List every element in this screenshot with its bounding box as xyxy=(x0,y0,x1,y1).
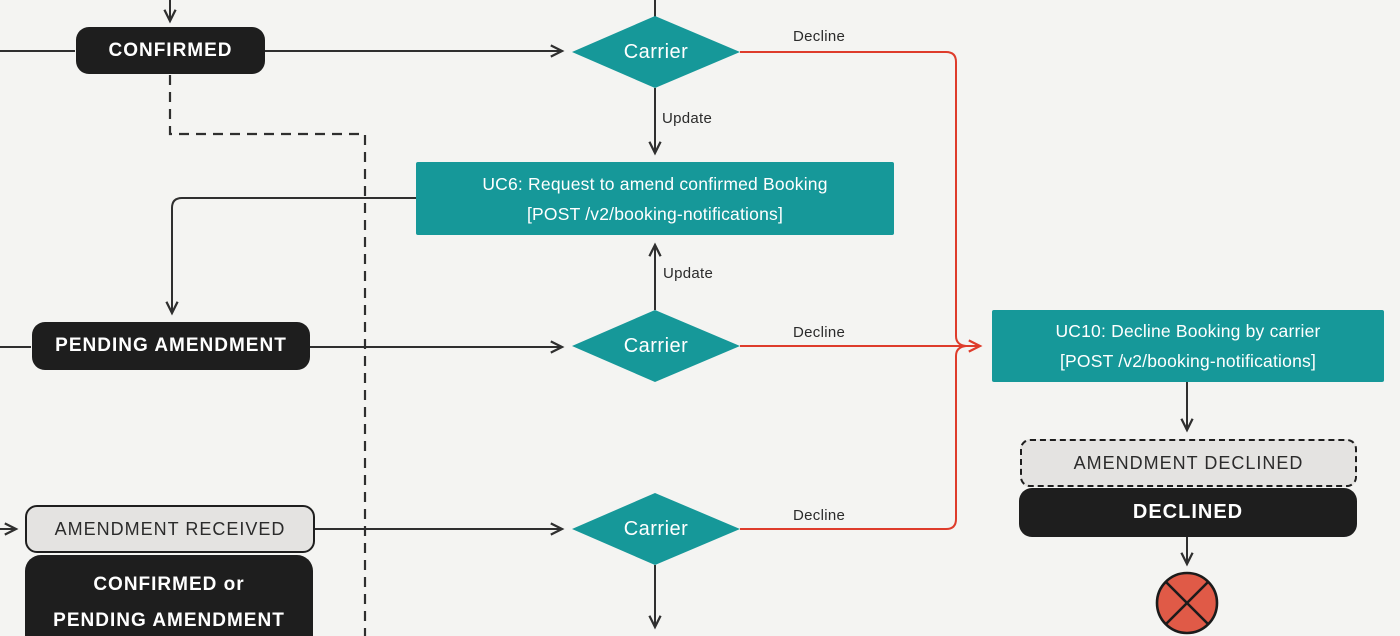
state-node-pending-amendment: PENDING AMENDMENT xyxy=(32,322,310,370)
carrier-top-label: Carrier xyxy=(623,40,689,63)
edge-label-decline-middle: Decline xyxy=(793,324,846,341)
state-node-declined: DECLINED xyxy=(1019,488,1357,537)
edge-label-decline-bottom: Decline xyxy=(793,507,846,524)
state-node-confirmed-or-pending: CONFIRMED or PENDING AMENDMENT xyxy=(25,555,313,636)
state-node-amendment-received: AMENDMENT RECEIVED xyxy=(25,505,315,553)
carrier-decision-bottom-diamond xyxy=(572,493,740,565)
edge-label-update-top: Update xyxy=(662,110,713,127)
edge-confirmed-dashed-bypass xyxy=(168,75,367,636)
carrier-bottom-label: Carrier xyxy=(623,517,689,540)
edge-uc6-to-pending-amendment xyxy=(172,197,416,313)
state-node-amendment-declined: AMENDMENT DECLINED xyxy=(1020,439,1357,487)
uc10-title: UC10: Decline Booking by carrier xyxy=(1055,321,1321,341)
confirmed-or-pending-line2: PENDING AMENDMENT xyxy=(53,610,285,631)
carrier-decision-top-diamond xyxy=(572,16,740,88)
edge-decline-bottom xyxy=(740,345,967,530)
uc6-title: UC6: Request to amend confirmed Booking xyxy=(482,173,828,194)
edge-decline-top xyxy=(740,51,967,347)
confirmed-or-pending-line1: CONFIRMED or xyxy=(93,574,245,595)
carrier-decision-middle-diamond xyxy=(572,310,740,382)
edge-label-decline-top: Decline xyxy=(793,28,846,45)
uc6-endpoint: [POST /v2/booking-notifications] xyxy=(526,203,784,224)
end-state-icon xyxy=(1155,571,1219,635)
carrier-middle-label: Carrier xyxy=(623,334,689,357)
edge-label-update-middle: Update xyxy=(663,265,714,282)
uc10-endpoint: [POST /v2/booking-notifications] xyxy=(1059,351,1317,371)
action-node-uc6: UC6: Request to amend confirmed Booking … xyxy=(416,162,894,235)
action-node-uc10: UC10: Decline Booking by carrier [POST /… xyxy=(992,310,1384,382)
state-node-confirmed: CONFIRMED xyxy=(76,27,265,74)
